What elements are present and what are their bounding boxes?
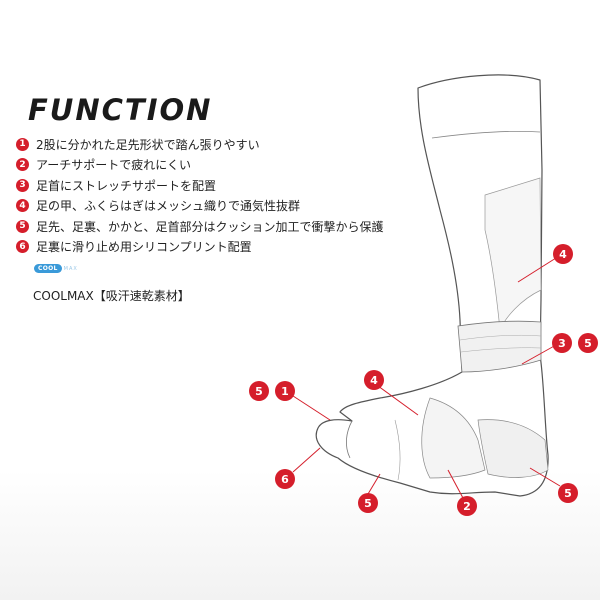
feature-item: 3 足首にストレッチサポートを配置 — [16, 175, 384, 196]
marker-badge: 5 — [578, 333, 598, 353]
feature-item: 5 足先、足裏、かかと、足首部分はクッション加工で衝撃から保護 — [16, 216, 384, 237]
feature-text: 足先、足裏、かかと、足首部分はクッション加工で衝撃から保護 — [36, 219, 384, 234]
coolmax-logo-badge: COOL — [34, 264, 62, 273]
feature-text: 足の甲、ふくらはぎはメッシュ織りで通気性抜群 — [36, 199, 301, 214]
feature-number-badge: 5 — [16, 219, 29, 233]
feature-number-badge: 2 — [16, 158, 29, 172]
feature-number-badge: 4 — [16, 199, 29, 213]
material-label: COOLMAX【吸汗速乾素材】 — [33, 289, 190, 303]
marker-badge: 5 — [358, 493, 378, 513]
leader-line — [292, 447, 321, 473]
ankle-band-rib — [459, 334, 542, 341]
cuff-line — [431, 130, 541, 139]
ankle-band — [457, 320, 542, 373]
feature-text: 足首にストレッチサポートを配置 — [36, 178, 217, 193]
toe-panel-line — [394, 419, 401, 481]
marker-badge: 1 — [275, 381, 295, 401]
toe-split-line — [346, 420, 353, 459]
page-title: FUNCTION — [28, 93, 213, 127]
leader-line — [447, 469, 464, 499]
marker-badge: 3 — [552, 333, 572, 353]
feature-item: 1 2股に分かれた足先形状で踏ん張りやすい — [16, 134, 384, 155]
marker-badge: 5 — [558, 483, 578, 503]
leader-line — [521, 344, 557, 365]
feature-list: 1 2股に分かれた足先形状で踏ん張りやすい 2 アーチサポートで疲れにくい 3 足首に… — [16, 134, 384, 257]
leader-line — [367, 473, 381, 495]
feature-text: 2股に分かれた足先形状で踏ん張りやすい — [36, 137, 260, 152]
heel-panel — [477, 419, 549, 478]
leader-line — [289, 393, 331, 421]
feature-text: アーチサポートで疲れにくい — [36, 158, 192, 173]
ankle-band-rib — [460, 347, 542, 353]
sock-outline — [315, 74, 549, 497]
feature-item: 2 アーチサポートで疲れにくい — [16, 155, 384, 176]
coolmax-logo: COOL MAX — [34, 264, 78, 273]
feature-number-badge: 3 — [16, 178, 29, 192]
coolmax-logo-tail: MAX — [63, 265, 78, 272]
feature-item: 4 足の甲、ふくらはぎはメッシュ織りで通気性抜群 — [16, 196, 384, 217]
leader-line — [517, 257, 557, 283]
leader-line — [529, 467, 561, 487]
feature-item: 6 足裏に滑り止め用シリコンプリント配置 — [16, 237, 384, 258]
marker-badge: 6 — [275, 469, 295, 489]
arch-panel — [421, 397, 486, 479]
feature-number-badge: 1 — [16, 137, 29, 151]
marker-badge: 4 — [553, 244, 573, 264]
leader-line — [377, 385, 419, 416]
feature-number-badge: 6 — [16, 240, 29, 254]
feature-text: 足裏に滑り止め用シリコンプリント配置 — [36, 240, 252, 255]
marker-badge: 2 — [457, 496, 477, 516]
marker-badge: 5 — [249, 381, 269, 401]
marker-badge: 4 — [364, 370, 384, 390]
